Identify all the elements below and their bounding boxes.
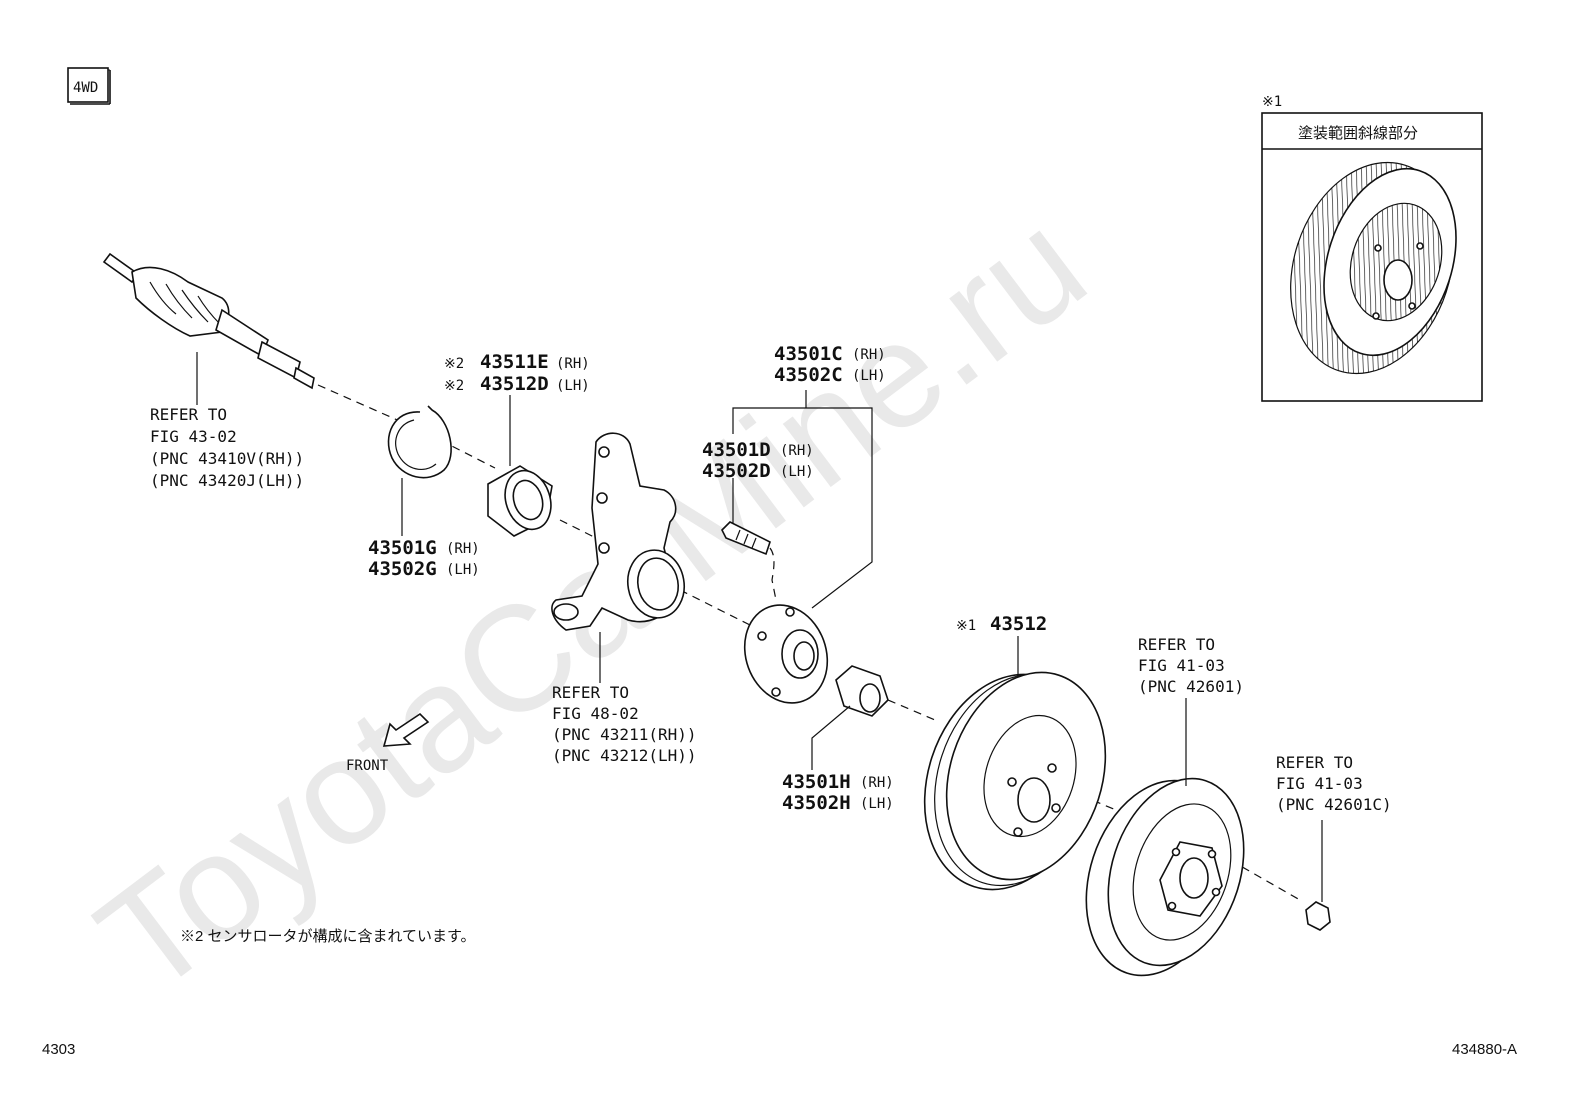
svg-text:(LH): (LH): [852, 368, 886, 384]
svg-text:43512: 43512: [990, 613, 1047, 635]
callout-hub-bolt: 43501D (RH) 43502D (LH): [702, 439, 814, 482]
inset-disc-illustration: [1290, 161, 1457, 375]
variant-badge-label: 4WD: [73, 80, 98, 96]
svg-text:43512D: 43512D: [480, 373, 549, 395]
front-label: FRONT: [346, 758, 389, 774]
svg-text:(PNC 43212(LH)): (PNC 43212(LH)): [552, 746, 697, 765]
callout-hub-nut: 43501H (RH) 43502H (LH): [782, 771, 894, 814]
svg-text:(LH): (LH): [556, 378, 590, 394]
callout-knuckle-ref: REFER TO FIG 48-02 (PNC 43211(RH)) (PNC …: [552, 683, 697, 765]
front-arrow-icon: [382, 712, 430, 747]
callout-snap-ring: 43501G (RH) 43502G (LH): [368, 537, 480, 580]
svg-text:FIG 43-02: FIG 43-02: [150, 427, 237, 446]
svg-text:FIG 41-03: FIG 41-03: [1276, 774, 1363, 793]
svg-text:(PNC 43410V(RH)): (PNC 43410V(RH)): [150, 449, 304, 468]
painted-area-inset: ※1 塗装範囲斜線部分: [1261, 94, 1483, 402]
svg-text:REFER TO: REFER TO: [552, 683, 629, 702]
hub-bolt-illustration: [721, 521, 771, 556]
callout-lug-nut-ref: REFER TO FIG 41-03 (PNC 42601C): [1276, 753, 1392, 814]
svg-text:FIG 48-02: FIG 48-02: [552, 704, 639, 723]
svg-text:43501H: 43501H: [782, 771, 851, 793]
inset-marker: ※1: [1262, 94, 1282, 110]
callout-axle-hub: 43501C (RH) 43502C (LH): [774, 343, 886, 386]
callout-hub-bearing: ※2 43511E (RH) ※2 43512D (LH): [444, 351, 590, 395]
svg-text:(RH): (RH): [860, 775, 894, 791]
svg-text:(PNC 43420J(LH)): (PNC 43420J(LH)): [150, 471, 304, 490]
svg-text:(PNC 43211(RH)): (PNC 43211(RH)): [552, 725, 697, 744]
bolt-axis: [769, 547, 777, 601]
svg-text:※2: ※2: [444, 356, 464, 372]
lug-nut-illustration: [1305, 901, 1331, 931]
disc-rotor-illustration: [923, 671, 1107, 891]
svg-text:(LH): (LH): [780, 464, 814, 480]
svg-text:(PNC 42601): (PNC 42601): [1138, 677, 1244, 696]
svg-text:43501G: 43501G: [368, 537, 437, 559]
page-number: 4303: [42, 1041, 75, 1058]
svg-text:REFER TO: REFER TO: [1138, 635, 1215, 654]
steering-knuckle-illustration: [551, 432, 685, 631]
svg-text:※2: ※2: [444, 378, 464, 394]
svg-text:(RH): (RH): [446, 541, 480, 557]
svg-text:43501C: 43501C: [774, 343, 843, 365]
svg-text:43501D: 43501D: [702, 439, 771, 461]
svg-text:FIG 41-03: FIG 41-03: [1138, 656, 1225, 675]
svg-text:43502D: 43502D: [702, 460, 771, 482]
svg-text:43502H: 43502H: [782, 792, 851, 814]
svg-text:43502G: 43502G: [368, 558, 437, 580]
leader-lines: [196, 352, 1323, 902]
assembly-axis: [317, 384, 1301, 901]
svg-text:(RH): (RH): [852, 347, 886, 363]
snap-ring-illustration: [387, 405, 452, 479]
svg-text:(RH): (RH): [780, 443, 814, 459]
footnote: ※2 センサロータが構成に含まれています。: [180, 928, 476, 945]
svg-text:REFER TO: REFER TO: [1276, 753, 1353, 772]
svg-text:REFER TO: REFER TO: [150, 405, 227, 424]
svg-text:(RH): (RH): [556, 356, 590, 372]
svg-text:43502C: 43502C: [774, 364, 843, 386]
svg-text:(LH): (LH): [446, 562, 480, 578]
svg-text:※1: ※1: [956, 618, 976, 634]
wheel-illustration: [1085, 777, 1245, 977]
figure-id: 434880-A: [1452, 1041, 1517, 1058]
svg-text:(PNC 42601C): (PNC 42601C): [1276, 795, 1392, 814]
callout-wheel-ref: REFER TO FIG 41-03 (PNC 42601): [1138, 635, 1244, 696]
driveshaft-illustration: [102, 252, 315, 390]
callout-disc-rotor: ※1 43512: [956, 613, 1047, 635]
hub-nut-illustration: [835, 665, 889, 717]
svg-text:43511E: 43511E: [480, 351, 549, 373]
axle-hub-illustration: [743, 604, 829, 704]
inset-title: 塗装範囲斜線部分: [1298, 124, 1418, 142]
hub-bearing-illustration: [487, 465, 553, 537]
callout-driveshaft-ref: REFER TO FIG 43-02 (PNC 43410V(RH)) (PNC…: [150, 405, 304, 490]
variant-badge: 4WD: [67, 67, 111, 105]
svg-text:(LH): (LH): [860, 796, 894, 812]
